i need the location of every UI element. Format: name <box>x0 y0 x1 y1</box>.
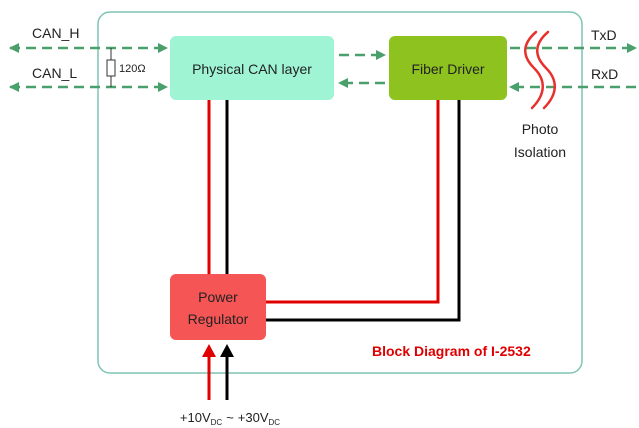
photo-isolation-icon <box>524 30 556 110</box>
can-l-label: CAN_L <box>32 65 77 81</box>
power-input-black-arrow <box>220 344 234 400</box>
termination-resistor <box>106 48 116 87</box>
txd-label: TxD <box>591 27 617 43</box>
power-wire-black-fiber <box>266 100 461 322</box>
can-h-label: CAN_H <box>32 25 79 41</box>
resistor-value-label: 120Ω <box>119 63 146 75</box>
power-input-red-arrow <box>202 344 216 400</box>
rxd-label: RxD <box>591 66 618 82</box>
power-wire-red-fiber <box>266 100 440 304</box>
physical-can-layer-label: Physical CAN layer <box>192 61 312 77</box>
diagram-caption: Block Diagram of I-2532 <box>372 343 531 359</box>
photo-isolation-label-line1: Photo <box>522 121 559 137</box>
power-regulator-label-line1: Power <box>198 289 238 305</box>
photo-isolation-label-line2: Isolation <box>514 144 566 160</box>
physical-can-layer-block <box>170 36 334 100</box>
power-regulator-block <box>170 274 266 340</box>
fiber-driver-label: Fiber Driver <box>411 61 484 77</box>
fiber-driver-block <box>389 36 507 100</box>
power-input-voltage-label: +10VDC~+30VDC <box>180 410 280 427</box>
power-regulator-label-line2: Regulator <box>188 311 249 327</box>
